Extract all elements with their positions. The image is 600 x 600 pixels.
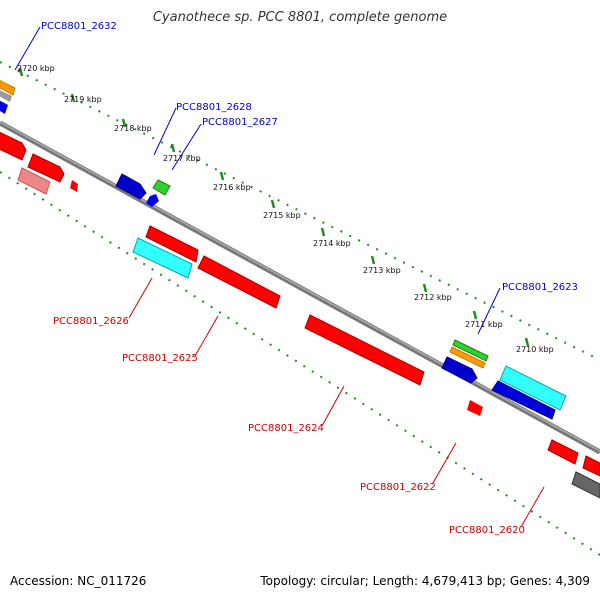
gene-feature[interactable] [441,356,478,384]
kbp-label: 2712 kbp [414,293,452,302]
gene-labels: PCC8801_2632 PCC8801_2628 PCC8801_2627 P… [41,21,578,536]
kbp-label: 2718 kbp [114,124,152,133]
kbp-label: 2717 kbp [163,154,201,163]
kbp-label: 2714 kbp [313,239,351,248]
kbp-label: 2716 kbp [213,183,251,192]
gene-label[interactable]: PCC8801_2628 [176,102,252,113]
gene-feature[interactable] [304,314,425,386]
forward-genes [0,78,567,420]
gene-feature[interactable] [499,365,567,411]
kbp-label: 2710 kbp [516,345,554,354]
gene-feature[interactable] [70,180,78,192]
gene-feature[interactable] [115,173,147,200]
inner-tick-track [0,171,600,556]
gene-feature[interactable] [582,455,600,477]
gene-label[interactable]: PCC8801_2627 [202,117,278,128]
genome-backbone [0,120,600,455]
outer-major-ticks [18,67,530,347]
topology-text: Topology: circular; Length: 4,679,413 bp… [260,574,590,588]
gene-feature[interactable] [0,130,27,161]
gene-label[interactable]: PCC8801_2626 [53,316,129,327]
gene-feature[interactable] [467,400,483,416]
gene-feature[interactable] [132,237,193,279]
map-title: Cyanothece sp. PCC 8801, complete genome [152,10,448,25]
kbp-label: 2720 kbp [17,64,55,73]
reverse-genes [0,130,600,499]
gene-feature[interactable] [0,88,12,102]
gene-label[interactable]: PCC8801_2632 [41,21,117,32]
gene-label[interactable]: PCC8801_2625 [122,353,198,364]
gene-feature[interactable] [0,98,8,114]
gene-feature[interactable] [197,255,281,309]
gene-feature[interactable] [145,225,199,263]
outer-tick-track [0,61,600,361]
kbp-scale-labels: 2720 kbp 2719 kbp 2718 kbp 2717 kbp 2716… [17,64,554,354]
gene-feature[interactable] [571,471,600,499]
gene-label[interactable]: PCC8801_2620 [449,525,525,536]
gene-label[interactable]: PCC8801_2624 [248,423,324,434]
kbp-label: 2719 kbp [64,95,102,104]
kbp-label: 2713 kbp [363,266,401,275]
gene-feature[interactable] [17,167,51,195]
gene-feature[interactable] [452,339,489,362]
gene-feature[interactable] [152,179,171,196]
kbp-label: 2711 kbp [465,320,503,329]
gene-feature[interactable] [0,78,16,96]
label-leaders [14,26,545,528]
gene-feature[interactable] [491,380,556,420]
gene-feature[interactable] [449,346,486,369]
gene-label[interactable]: PCC8801_2623 [502,282,578,293]
gene-feature[interactable] [27,153,65,183]
gene-feature[interactable] [146,194,159,207]
accession-text: Accession: NC_011726 [10,574,147,588]
gene-label[interactable]: PCC8801_2622 [360,482,436,493]
kbp-label: 2715 kbp [263,211,301,220]
gene-feature[interactable] [547,439,579,465]
